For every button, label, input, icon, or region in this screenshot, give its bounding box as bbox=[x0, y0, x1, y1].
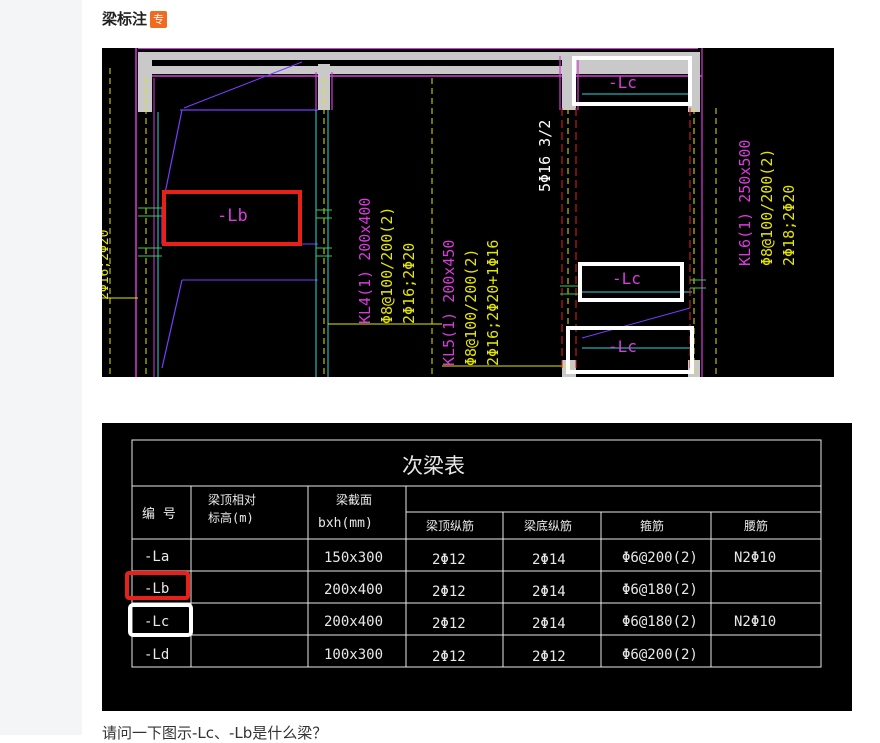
header-no: 编 号 bbox=[142, 507, 176, 522]
row-lc-section: 200x400 bbox=[324, 614, 383, 630]
header-section-line1: 梁截面 bbox=[336, 492, 372, 507]
row-ld-bottom: 2Φ12 bbox=[532, 649, 566, 665]
row-lb-top: 2Φ12 bbox=[432, 584, 466, 600]
row-lb-no: -Lb bbox=[144, 581, 169, 597]
row-lc-waist: N2Φ10 bbox=[734, 614, 776, 630]
tag-lc-mid: -Lc bbox=[612, 269, 641, 288]
header-section-line2: bxh(mm) bbox=[318, 516, 373, 531]
left-sidebar bbox=[0, 0, 82, 735]
table-title: 次梁表 bbox=[402, 454, 465, 478]
kl5-label: KL5(1) 200x450 bbox=[440, 240, 458, 366]
highlight-lc-mid-box bbox=[578, 262, 684, 302]
kl5-stirrup: Φ8@100/200(2) bbox=[462, 249, 480, 366]
row-ld-top: 2Φ12 bbox=[432, 649, 466, 665]
tag-lb: -Lb bbox=[217, 206, 248, 226]
row-lc-bottom: 2Φ14 bbox=[532, 616, 566, 632]
tag-lc-bottom: -Lc bbox=[608, 337, 637, 356]
post-title-text: 梁标注 bbox=[102, 10, 148, 28]
expert-badge: 专 bbox=[150, 11, 168, 28]
header-elev-line2: 标高(m) bbox=[208, 510, 254, 525]
beam-table-screenshot[interactable]: 次梁表 编 号 梁顶相对 标高(m) 梁截面 bxh(mm) 梁顶纵筋 梁底纵筋… bbox=[102, 423, 852, 711]
kl4-label: KL4(1) 200x400 bbox=[356, 198, 374, 324]
header-top-rebar: 梁顶纵筋 bbox=[426, 518, 474, 533]
row-lb-bottom: 2Φ14 bbox=[532, 584, 566, 600]
kl4-rebar: 2Φ16;2Φ20 bbox=[400, 243, 418, 324]
row-lc-no: -Lc bbox=[144, 614, 169, 630]
edge-note: 2Φ16;2Φ20 bbox=[102, 230, 112, 300]
row-la-section: 150x300 bbox=[324, 550, 383, 566]
row-ld-stirrup: Φ6@200(2) bbox=[622, 647, 698, 663]
row-ld-no: -Ld bbox=[144, 647, 169, 663]
kl6-rebar: 2Φ18;2Φ20 bbox=[780, 185, 798, 266]
question-text: 请问一下图示-Lc、-Lb是什么梁？ bbox=[102, 724, 328, 742]
row-lb-section: 200x400 bbox=[324, 582, 383, 598]
header-stirrup: 箍筋 bbox=[640, 518, 664, 533]
tag-lc-top: -Lc bbox=[608, 73, 637, 92]
header-waist: 腰筋 bbox=[744, 518, 768, 533]
row-la-top: 2Φ12 bbox=[432, 552, 466, 568]
post-title: 梁标注专 bbox=[102, 8, 168, 29]
highlight-lc-top-box bbox=[572, 56, 692, 106]
highlight-lc-bottom-box bbox=[566, 326, 694, 374]
cad-plan-screenshot[interactable]: -Lb -Lc -Lc -Lc KL4(1) 200x400 KL5(1) 20… bbox=[102, 48, 834, 377]
kl5-rebar: 2Φ16;2Φ20+1Φ16 bbox=[484, 240, 502, 366]
kl6-label: KL6(1) 250x500 bbox=[736, 140, 754, 266]
row-lc-top: 2Φ12 bbox=[432, 616, 466, 632]
row-la-bottom: 2Φ14 bbox=[532, 552, 566, 568]
highlight-row-lb-box bbox=[125, 571, 190, 600]
row-la-waist: N2Φ10 bbox=[734, 550, 776, 566]
header-elev-line1: 梁顶相对 bbox=[208, 492, 256, 507]
header-bottom-rebar: 梁底纵筋 bbox=[524, 518, 572, 533]
highlight-lb-box bbox=[162, 190, 302, 246]
row-lb-stirrup: Φ6@180(2) bbox=[622, 582, 698, 598]
row-lc-stirrup: Φ6@180(2) bbox=[622, 614, 698, 630]
highlight-row-lc-box bbox=[128, 603, 193, 637]
kl6-stirrup: Φ8@100/200(2) bbox=[758, 149, 776, 266]
row-la-stirrup: Φ6@200(2) bbox=[622, 550, 698, 566]
kl4-stirrup: Φ8@100/200(2) bbox=[378, 207, 396, 324]
rebar-note: 5Φ16 3/2 bbox=[536, 120, 554, 192]
row-la-no: -La bbox=[144, 549, 169, 565]
row-ld-section: 100x300 bbox=[324, 647, 383, 663]
